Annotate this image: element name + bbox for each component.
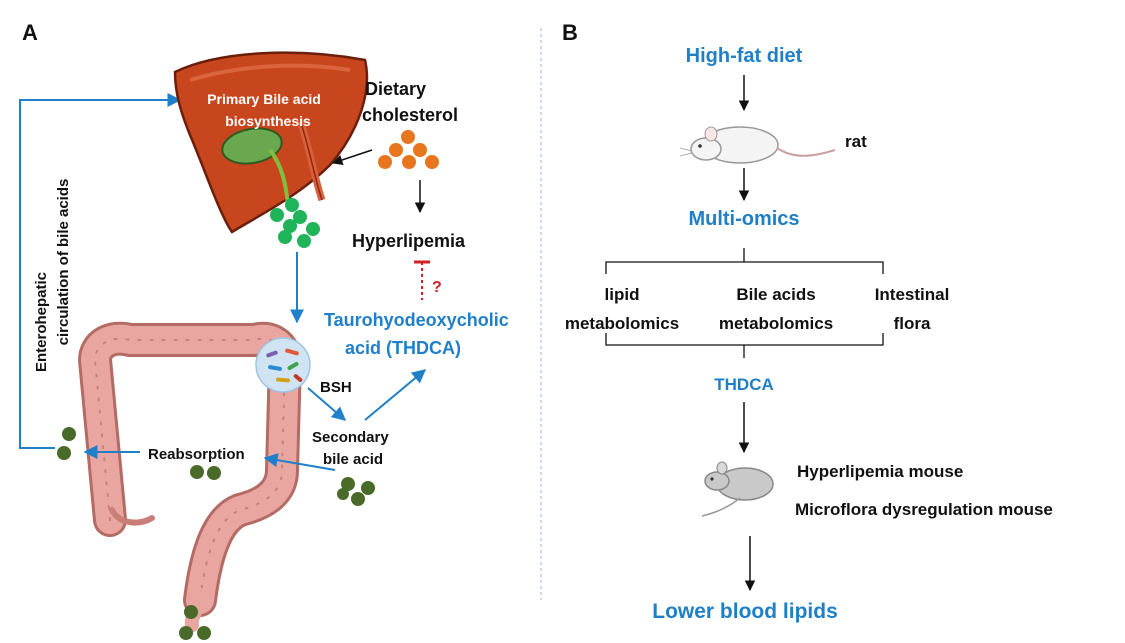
thdca-label-line2: acid (THDCA) bbox=[345, 338, 461, 358]
bile-acids-label-line1: Bile acids bbox=[736, 285, 815, 304]
cholesterol-dots bbox=[378, 130, 439, 169]
cholesterol-to-liver-arrow bbox=[332, 149, 373, 165]
hyperlipemia-label: Hyperlipemia bbox=[352, 231, 466, 251]
panel-a-letter: A bbox=[22, 20, 38, 45]
microflora-mouse-label: Microflora dysregulation mouse bbox=[795, 500, 1053, 519]
secondary-bile-acid-line1: Secondary bbox=[312, 429, 389, 446]
high-fat-diet-label: High-fat diet bbox=[686, 45, 803, 67]
colon-dots bbox=[190, 465, 221, 480]
dietary-label-line1: Dietary bbox=[365, 79, 426, 99]
lower-blood-lipids-label: Lower blood lipids bbox=[652, 600, 838, 623]
rat-illustration bbox=[679, 126, 836, 164]
omics-lower-brace bbox=[605, 333, 884, 358]
flora-label-line1: Intestinal bbox=[875, 285, 950, 304]
omics-upper-brace bbox=[605, 248, 884, 274]
enterohepatic-loop-arrow bbox=[19, 93, 182, 449]
lipid-label-line1: lipid bbox=[605, 285, 640, 304]
thdca-label-line1: Taurohyodeoxycholic bbox=[324, 310, 509, 330]
secondary-bile-acid-dots bbox=[337, 477, 375, 506]
liver-label-line2: biosynthesis bbox=[225, 113, 311, 129]
gut-microbiota-bubble bbox=[255, 337, 311, 393]
inhibition-question-mark: ? bbox=[432, 279, 442, 296]
enterohepatic-label-line2: circulation of bile acids bbox=[55, 179, 72, 346]
reabsorption-label: Reabsorption bbox=[148, 446, 245, 463]
enterohepatic-label-line1: Enterohepatic bbox=[33, 272, 50, 372]
reabsorbed-dots-left bbox=[57, 427, 76, 460]
liver-label-line1: Primary Bile acid bbox=[207, 91, 321, 107]
flora-label-line2: flora bbox=[894, 314, 931, 333]
rat-label: rat bbox=[845, 132, 867, 151]
dietary-label-line2: cholesterol bbox=[362, 105, 458, 125]
mouse-illustration bbox=[701, 461, 774, 517]
primary-bile-acid-dots bbox=[270, 198, 320, 248]
secondary-bile-acid-line2: bile acid bbox=[323, 451, 383, 468]
liver-illustration bbox=[173, 51, 369, 234]
excreted-dots bbox=[179, 605, 211, 640]
reabsorption-from-secondary-arrow bbox=[263, 453, 336, 471]
bile-acids-label-line2: metabolomics bbox=[719, 314, 833, 333]
bsh-label: BSH bbox=[320, 379, 352, 396]
bsh-arrow bbox=[307, 387, 347, 421]
thdca-result-label: THDCA bbox=[714, 375, 774, 394]
multi-omics-label: Multi-omics bbox=[688, 208, 799, 230]
secondary-to-thdca-arrow bbox=[364, 369, 427, 421]
panel-b-letter: B bbox=[562, 20, 578, 45]
intestine-illustration bbox=[78, 321, 302, 632]
lipid-label-line2: metabolomics bbox=[565, 314, 679, 333]
hyperlipemia-mouse-label: Hyperlipemia mouse bbox=[797, 462, 963, 481]
